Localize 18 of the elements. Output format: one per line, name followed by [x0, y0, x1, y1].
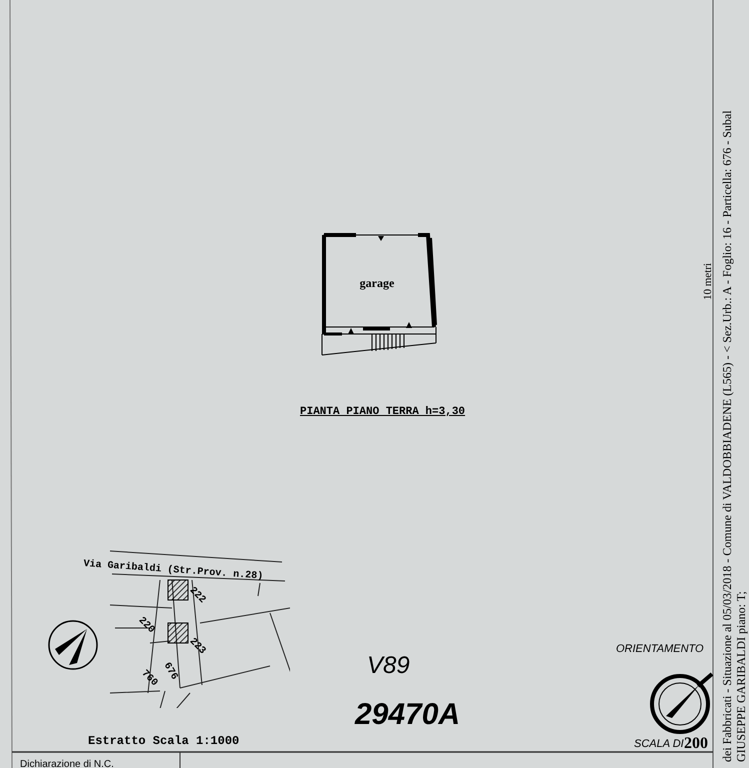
address-text: GIUSEPPE GARIBALDI piano: T;: [733, 591, 749, 762]
header-text: dei Fabbricati - Situazione al 05/03/2018 - Comune di VALDOBBIADENE (L565) - < Sez.Urb.: A - Foglio: 16 - Particella: 676 - Subal: [719, 110, 735, 762]
parcel-number: 223: [186, 635, 208, 658]
parcel-number: 760: [138, 667, 160, 690]
form-text: Dichiarazione di N.C.: [20, 758, 114, 768]
room-label: garage: [360, 275, 394, 292]
scale-value: 200: [684, 734, 708, 754]
handwritten-note: V89: [367, 651, 410, 681]
parcel-number: 222: [186, 584, 208, 608]
handwritten-note: 29470A: [355, 697, 460, 733]
parcel-number: 220: [134, 614, 158, 638]
street-label: Via Garibaldi (Str.Prov. n.28): [82, 558, 264, 585]
orientation-label: ORIENTAMENTO: [616, 642, 704, 657]
scale-note: 10 metri: [701, 263, 715, 300]
scale-label: Estratto Scala 1:1000: [88, 733, 240, 750]
parcel-number: 676: [160, 660, 180, 684]
plan-title: PIANTA PIANO TERRA h=3,30: [300, 405, 466, 420]
scale-label: SCALA DI: [634, 737, 684, 752]
